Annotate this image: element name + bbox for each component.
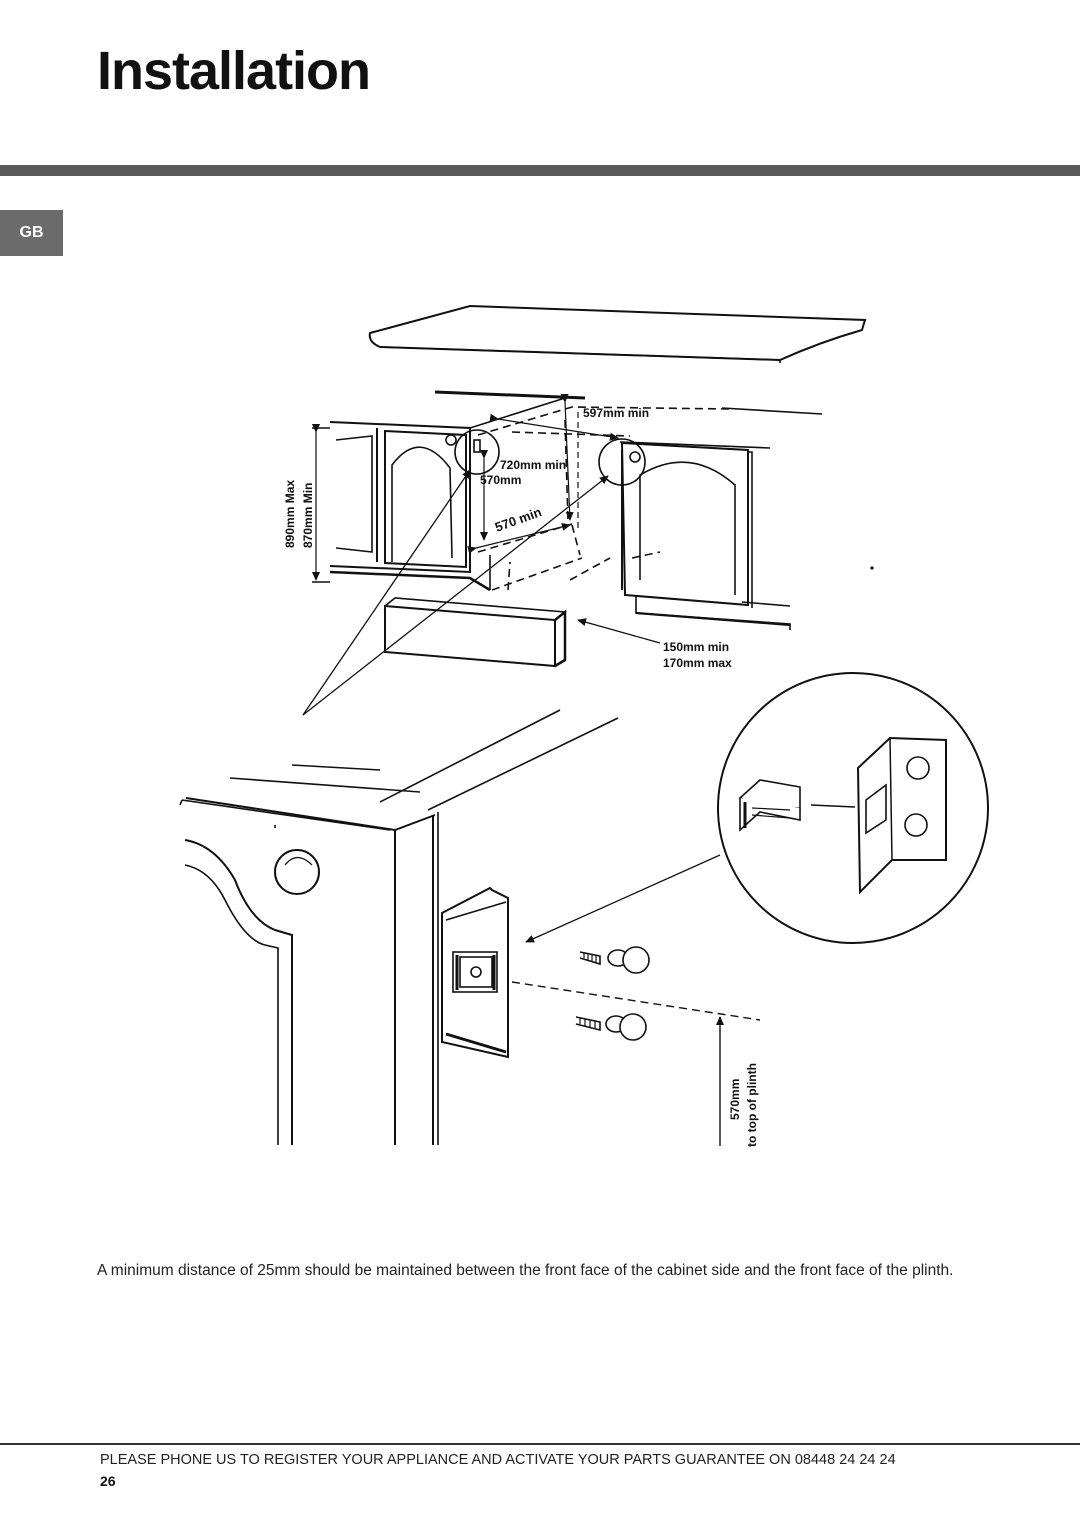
page-title: Installation [97, 41, 371, 101]
installation-note: A minimum distance of 25mm should be mai… [97, 1262, 954, 1279]
bracket-location-right [598, 438, 646, 486]
label-870mm-min: 870mm Min [301, 483, 315, 548]
cabinet-side-panel [179, 797, 439, 1145]
mounting-bracket [441, 886, 509, 1059]
worktop [368, 304, 867, 363]
label-150mm-min: 150mm min [663, 640, 729, 654]
page-number: 26 [100, 1473, 116, 1489]
label-570mm-bracket: 570mm [728, 1079, 742, 1120]
bracket-location-left [454, 429, 500, 475]
appliance-cavity [477, 406, 731, 591]
language-tab: GB [0, 210, 63, 256]
footer-divider [0, 1443, 1080, 1445]
label-597mm-min: 597mm min [583, 406, 649, 420]
label-890mm-max: 890mm Max [283, 480, 297, 548]
screw-lower [575, 1013, 647, 1041]
header-divider [0, 165, 1080, 176]
label-570mm: 570mm [480, 473, 521, 487]
label-570-min: 570 min [493, 504, 544, 535]
left-cabinet [329, 397, 566, 592]
installation-diagram-svg: 597mm min 720mm min 570mm 570 min 890mm … [179, 304, 989, 1147]
bracket-detail-callout [525, 672, 989, 944]
label-170mm-max: 170mm max [663, 656, 732, 670]
plinth [384, 597, 568, 668]
right-cabinet [620, 441, 791, 630]
footer-register-text: PLEASE PHONE US TO REGISTER YOUR APPLIAN… [100, 1452, 896, 1468]
label-720mm-min: 720mm min [500, 458, 566, 472]
screw-upper [579, 946, 650, 974]
installation-diagram: 597mm min 720mm min 570mm 570 min 890mm … [0, 290, 1080, 1170]
label-to-top-of-plinth: to top of plinth [745, 1063, 759, 1147]
